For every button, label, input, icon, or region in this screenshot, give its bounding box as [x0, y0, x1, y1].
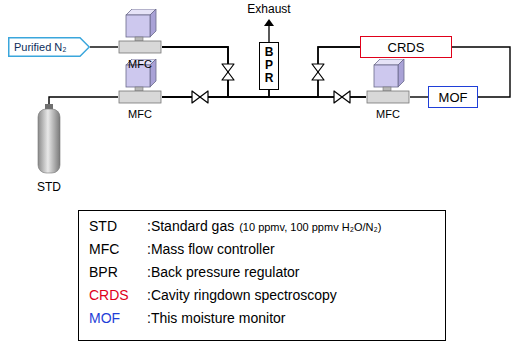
pipe-line — [410, 96, 428, 97]
legend-abbreviation: MFC — [89, 241, 147, 257]
gas-cylinder: STD — [32, 104, 66, 194]
gas-inlet-tag: Purified N₂ — [8, 37, 90, 57]
legend-description: :Cavity ringdown spectroscopy — [147, 287, 337, 303]
legend-description: :Standard gas — [147, 218, 234, 234]
box-label: MOF — [439, 90, 468, 105]
legend-abbreviation: MOF — [89, 310, 147, 326]
legend-row: BPR:Back pressure regulator — [89, 264, 435, 287]
mfc-label: MFC — [128, 108, 152, 120]
mfc-icon — [366, 59, 410, 105]
back-pressure-regulator: BPR — [259, 42, 279, 90]
valve-symbol — [312, 64, 324, 80]
legend-abbreviation: BPR — [89, 264, 147, 280]
legend-description: :Mass flow controller — [147, 241, 275, 257]
gas-label: Purified N₂ — [8, 41, 67, 53]
tag-outline — [9, 38, 90, 57]
pipe-line — [49, 97, 118, 104]
mof-box: MOF — [428, 86, 478, 108]
legend-description: :This moisture monitor — [147, 310, 285, 326]
legend-box: STD:Standard gas (10 ppmv, 100 ppmv H₂O/N… — [78, 210, 446, 341]
legend-description: :Back pressure regulator — [147, 264, 300, 280]
cylinder-label: STD — [37, 180, 61, 194]
legend-row: CRDS:Cavity ringdown spectroscopy — [89, 287, 435, 310]
valve-symbol — [222, 64, 234, 80]
flow-label: Exhaust — [234, 2, 304, 16]
pipe-line — [162, 47, 269, 97]
pipe-line — [162, 90, 269, 97]
valve-symbol — [192, 91, 208, 103]
legend-row: MFC:Mass flow controller — [89, 241, 435, 264]
box-label: CRDS — [388, 40, 425, 55]
crds-box: CRDS — [360, 36, 452, 58]
mass-flow-controller: MFC — [366, 59, 410, 120]
exhaust-arrow — [264, 19, 274, 42]
legend-row: MOF:This moisture monitor — [89, 310, 435, 333]
legend-row: STD:Standard gas (10 ppmv, 100 ppmv H₂O/N… — [89, 218, 435, 241]
mfc-label: MFC — [376, 108, 400, 120]
bpr-label: BPR — [263, 46, 275, 86]
legend-abbreviation: STD — [89, 218, 147, 234]
mfc-label: MFC — [128, 58, 152, 70]
pipe-line — [90, 46, 118, 47]
legend-abbreviation: CRDS — [89, 287, 147, 303]
valve-symbol — [334, 91, 350, 103]
mfc-icon — [118, 9, 162, 55]
legend-description: (10 ppmv, 100 ppmv H₂O/N₂) — [239, 221, 381, 233]
cylinder-icon — [32, 104, 66, 174]
